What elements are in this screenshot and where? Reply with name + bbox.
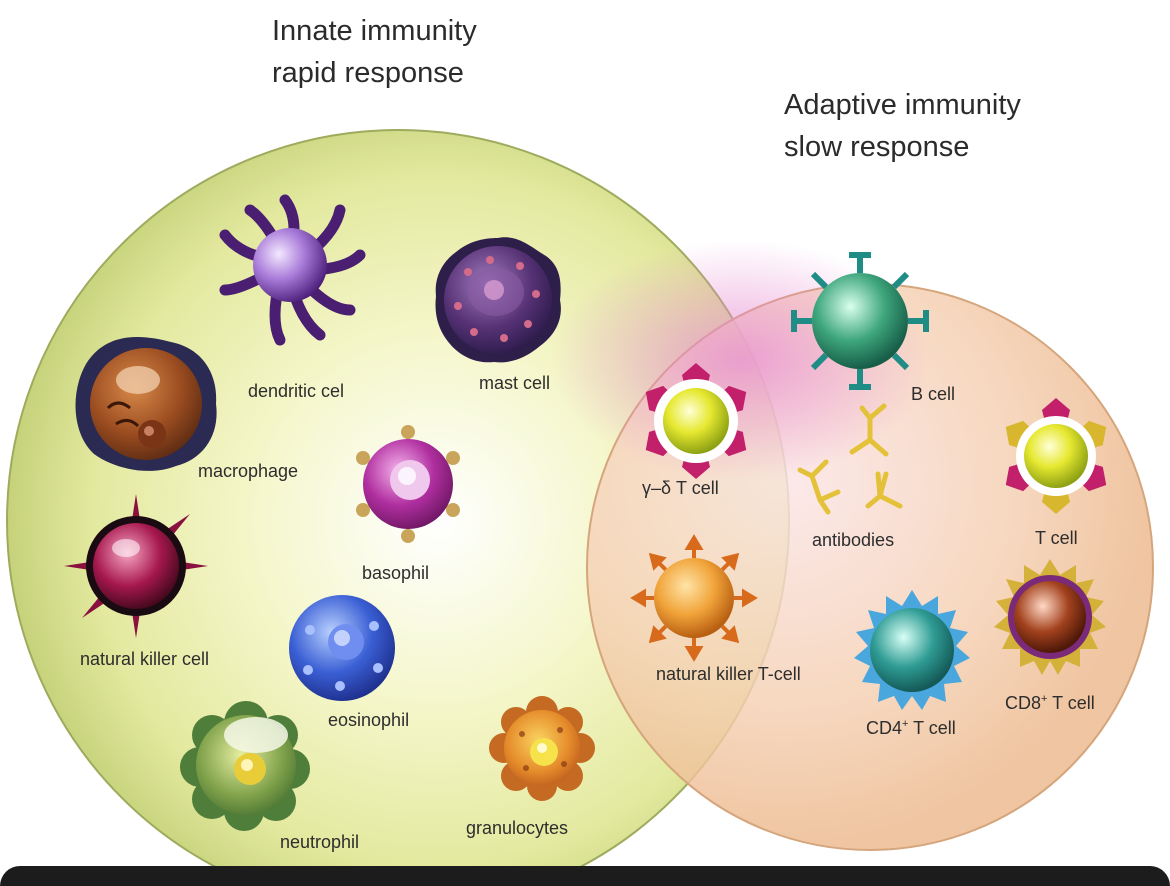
gamma-delta-t-cell-icon	[645, 363, 747, 479]
label-natural-killer-cell: natural killer cell	[80, 649, 210, 669]
granulocytes-icon	[489, 696, 595, 801]
eosinophil-icon	[289, 595, 395, 701]
label-gamma-delta-t-cell: γ–δ T cell	[642, 478, 719, 498]
cd4-superscript: +	[902, 718, 909, 730]
mast-cell-icon	[435, 237, 561, 363]
natural-killer-cell-icon	[64, 494, 208, 638]
neutrophil-icon	[180, 701, 310, 831]
innate-heading-line2: rapid response	[272, 57, 464, 89]
cd4-suffix: T cell	[908, 718, 956, 738]
adaptive-heading-line2: slow response	[784, 131, 970, 163]
dendritic-cell-icon	[219, 194, 366, 346]
bottom-bar	[0, 866, 1170, 886]
b-cell-icon	[791, 252, 929, 390]
label-cd4-t-cell: CD4+ T cell	[866, 718, 956, 739]
label-cd8-t-cell: CD8+ T cell	[1005, 693, 1095, 714]
label-neutrophil: neutrophil	[280, 832, 360, 852]
label-b-cell: B cell	[911, 384, 956, 404]
innate-immunity-heading: Innate immunity rapid response	[272, 10, 477, 94]
innate-heading-line1: Innate immunity	[272, 15, 477, 47]
cd8-t-cell-icon	[994, 559, 1106, 675]
label-natural-killer-t-cell: natural killer T-cell	[656, 664, 801, 684]
label-antibodies: antibodies	[812, 530, 895, 550]
macrophage-icon	[75, 336, 217, 471]
natural-killer-t-cell-icon	[630, 534, 758, 662]
label-macrophage: macrophage	[198, 461, 299, 481]
cd4-t-cell-icon	[854, 590, 970, 710]
cd8-prefix: CD8	[1005, 693, 1042, 713]
label-eosinophil: eosinophil	[328, 710, 410, 730]
label-dendritic-cell: dendritic cel	[248, 381, 345, 401]
label-basophil: basophil	[362, 563, 430, 583]
t-cell-icon	[1005, 398, 1107, 514]
label-mast-cell: mast cell	[479, 373, 551, 393]
basophil-icon	[356, 425, 460, 543]
cd8-superscript: +	[1041, 693, 1048, 705]
antibodies-icon	[797, 403, 903, 515]
label-t-cell: T cell	[1035, 528, 1078, 548]
adaptive-immunity-heading: Adaptive immunity slow response	[784, 84, 1021, 168]
label-granulocytes: granulocytes	[466, 818, 569, 838]
cd8-suffix: T cell	[1047, 693, 1095, 713]
cd4-prefix: CD4	[866, 718, 903, 738]
adaptive-heading-line1: Adaptive immunity	[784, 89, 1021, 121]
